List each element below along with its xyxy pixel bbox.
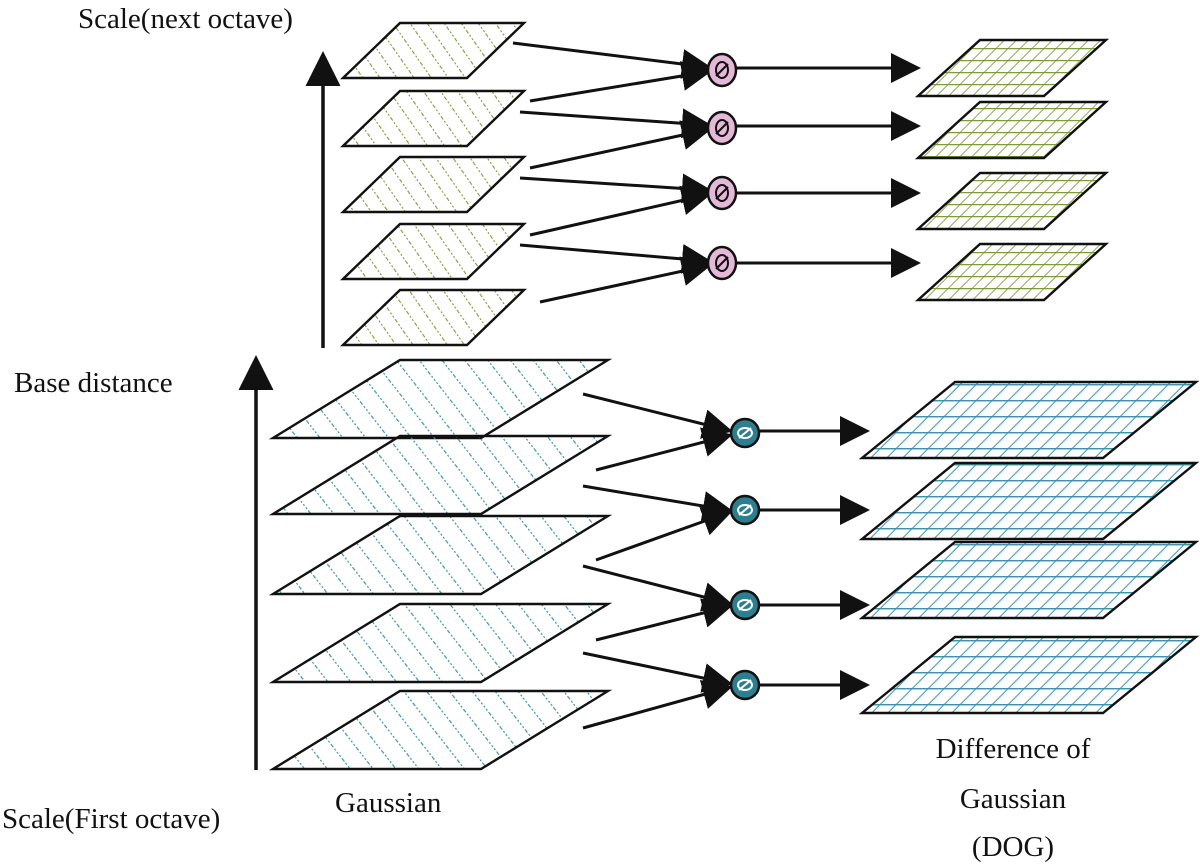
first-octave-gaussian-layer [268, 434, 613, 516]
next-octave-dog-layer [914, 171, 1110, 231]
base-distance-label: Base distance [14, 367, 173, 399]
first-octave-dog-layer [858, 461, 1200, 541]
first-octave-dog-layer [858, 380, 1200, 460]
first-octave-gaussian-layer [268, 689, 613, 771]
next-octave-operators [706, 52, 738, 281]
next-octave-gaussian-layers [340, 21, 527, 347]
next-octave-input-arrows [512, 41, 712, 304]
next-octave-dog-layers [914, 38, 1110, 302]
gaussian-label: Gaussian [335, 787, 442, 819]
subtract-circle-icon [729, 669, 761, 701]
subtract-circle-icon [729, 589, 761, 621]
first-octave-dog-layers [858, 380, 1200, 715]
first-octave-gaussian-layer [268, 514, 613, 596]
next-octave-dog-layer [914, 242, 1110, 302]
next-octave-output-arrows [737, 53, 921, 278]
subtract-circle-icon [729, 417, 761, 449]
first-octave-operators [729, 417, 761, 701]
next-octave-dog-layer [914, 100, 1110, 160]
first-octave-dog-layer [858, 540, 1200, 620]
first-octave-output-arrows [760, 416, 870, 700]
first-octave-dog-layer [858, 635, 1200, 715]
subtract-circle-icon [706, 175, 738, 211]
next-octave-gaussian-layer [340, 288, 527, 347]
first-octave-gaussian-layer [268, 602, 613, 684]
scale-first-octave-label: Scale(First octave) [2, 803, 221, 835]
first-octave-input-arrows [582, 392, 733, 730]
next-octave-dog-layer [914, 38, 1110, 98]
subtract-circle-icon [706, 52, 738, 88]
subtract-circle-icon [706, 110, 738, 146]
next-octave-gaussian-layer [340, 155, 527, 214]
next-octave-gaussian-layer [340, 222, 527, 281]
first-octave-gaussian-layers [268, 358, 613, 771]
next-octave-gaussian-layer [340, 89, 527, 148]
next-octave-gaussian-layer [340, 21, 527, 80]
subtract-circle-icon [729, 494, 761, 526]
dog-label-line-3: (DOG) [971, 831, 1055, 863]
first-octave-gaussian-layer [268, 358, 613, 440]
dog-label-line-2: Gaussian [959, 783, 1067, 815]
subtract-circle-icon [706, 245, 738, 281]
scale-next-octave-label: Scale(next octave) [78, 3, 293, 35]
dog-label-line-1: Difference of [935, 733, 1091, 765]
